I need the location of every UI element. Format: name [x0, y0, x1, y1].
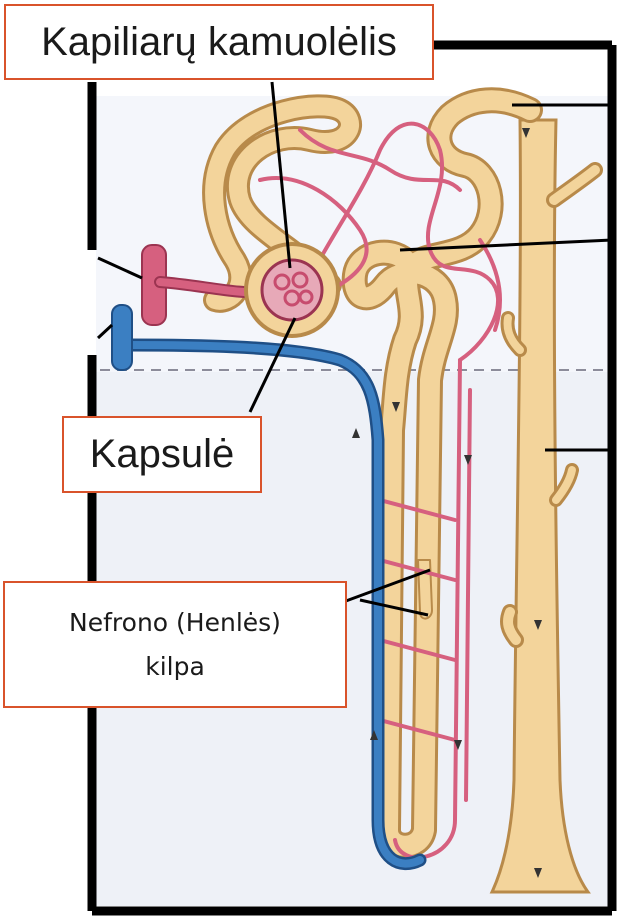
label-capsule: Kapsulė	[62, 416, 262, 493]
label-glomerulus: Kapiliarų kamuolėlis	[4, 4, 434, 80]
label-loop-of-henle: Nefrono (Henlės) kilpa	[3, 581, 347, 708]
label-glomerulus-text: Kapiliarų kamuolėlis	[41, 20, 397, 65]
label-loop-line1: Nefrono (Henlės)	[69, 601, 281, 645]
label-capsule-text: Kapsulė	[90, 432, 235, 477]
label-loop-line2: kilpa	[145, 645, 205, 689]
